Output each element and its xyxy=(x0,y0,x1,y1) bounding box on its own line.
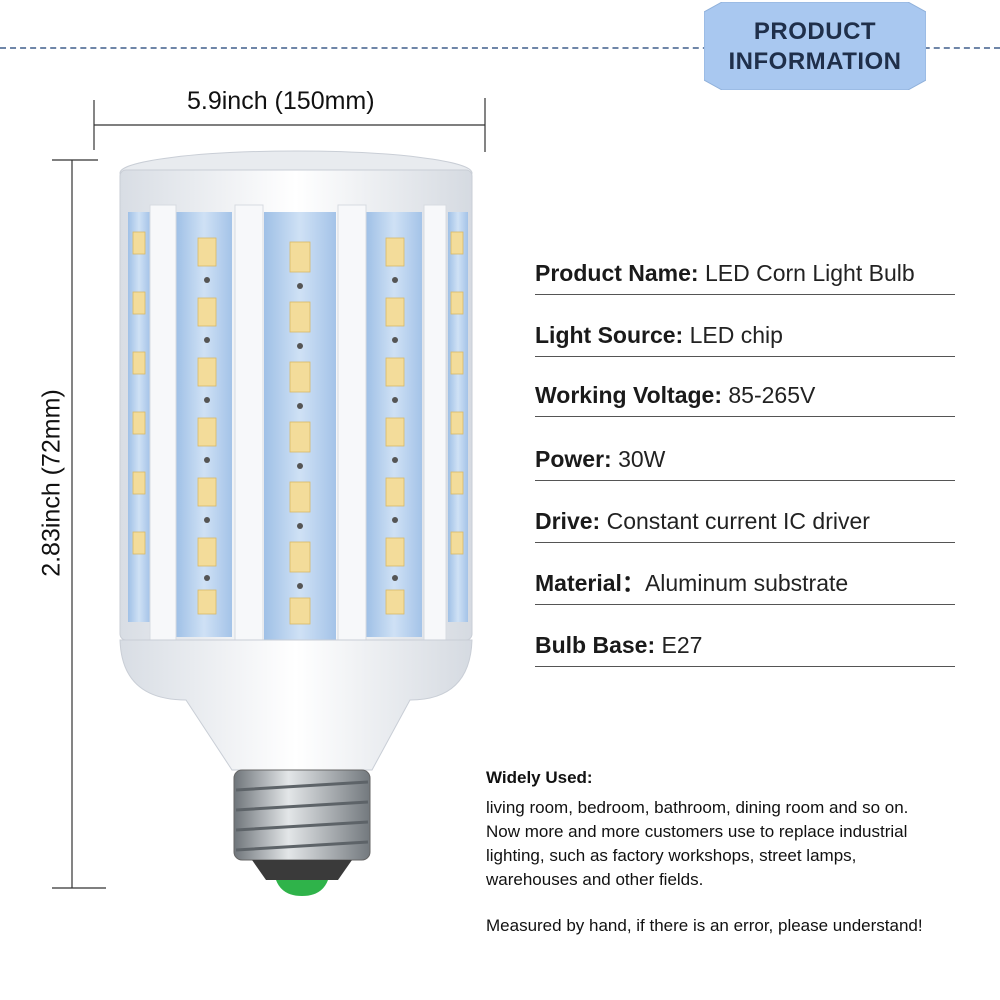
spec-row-product-name: Product Name: LED Corn Light Bulb xyxy=(535,258,955,295)
widely-used-line: warehouses and other fields. xyxy=(486,870,704,889)
spec-label: Power: xyxy=(535,446,612,472)
widely-used-line: Now more and more customers use to repla… xyxy=(486,822,908,841)
spec-row-material: Material：Aluminum substrate xyxy=(535,568,955,605)
width-dimension-label: 5.9inch (150mm) xyxy=(187,87,375,115)
spec-value: 30W xyxy=(611,446,666,472)
badge-line-1: PRODUCT xyxy=(753,18,877,45)
spec-value: Aluminum substrate xyxy=(644,570,849,596)
e27-screw-base xyxy=(233,769,371,896)
spec-label: Bulb Base: xyxy=(535,632,656,658)
spec-label: Light Source: xyxy=(535,322,684,348)
spec-value: Constant current IC driver xyxy=(600,508,870,534)
spec-row-drive: Drive: Constant current IC driver xyxy=(535,506,955,543)
led-chips xyxy=(132,231,464,625)
height-dimension-label: 2.83inch (72mm) xyxy=(37,389,66,577)
corn-bulb-illustration xyxy=(52,98,486,896)
spec-value: E27 xyxy=(655,632,703,658)
green-contact-icon xyxy=(276,880,328,896)
widely-used-section: Widely Used: living room, bedroom, bathr… xyxy=(486,766,1000,938)
spec-value: LED Corn Light Bulb xyxy=(698,260,915,286)
spec-label: Product Name: xyxy=(535,260,699,286)
spec-value: 85-265V xyxy=(722,382,816,408)
spec-label: Drive: xyxy=(535,508,601,534)
height-dimension-line xyxy=(52,159,106,889)
badge-line-2: INFORMATION xyxy=(728,48,902,75)
width-dimension-line xyxy=(93,98,486,152)
spec-row-bulb-base: Bulb Base: E27 xyxy=(535,630,955,667)
spec-label: Working Voltage: xyxy=(535,382,722,408)
widely-used-line: lighting, such as factory workshops, str… xyxy=(486,846,857,865)
dashed-divider xyxy=(0,47,1000,49)
badge-title: PRODUCT INFORMATION xyxy=(704,17,926,77)
spec-row-working-voltage: Working Voltage: 85-265V xyxy=(535,380,955,417)
spec-label: Material： xyxy=(535,570,645,596)
spec-value: LED chip xyxy=(683,322,783,348)
widely-used-line: living room, bedroom, bathroom, dining r… xyxy=(486,798,909,817)
measurement-note: Measured by hand, if there is an error, … xyxy=(486,916,923,935)
spec-row-power: Power: 30W xyxy=(535,444,955,481)
widely-used-title: Widely Used: xyxy=(486,768,593,787)
badge-shape-icon xyxy=(704,2,926,90)
product-information-badge: PRODUCT INFORMATION xyxy=(704,2,926,90)
spec-row-light-source: Light Source: LED chip xyxy=(535,320,955,357)
